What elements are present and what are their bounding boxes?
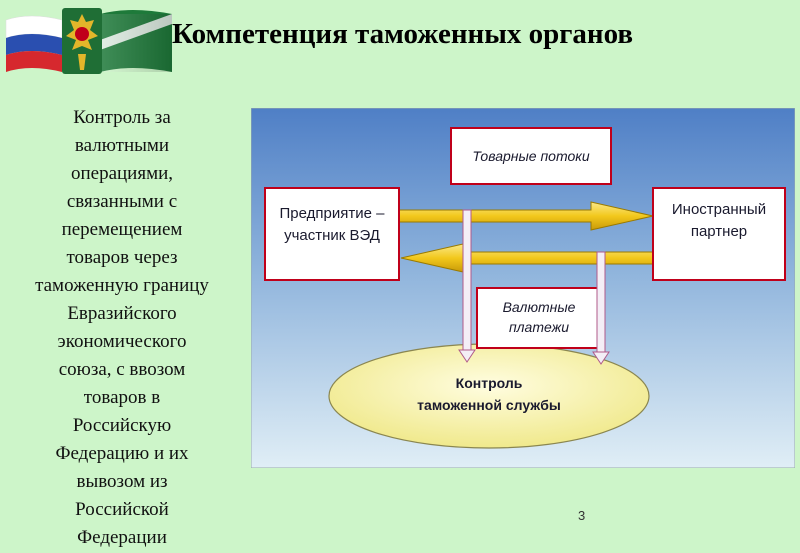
description-line: союза, с ввозом <box>58 359 186 380</box>
oval-label-line: таможенной службы <box>417 397 561 413</box>
description-text: Контроль за валютными операциями, связан… <box>6 104 238 552</box>
arrow-right <box>398 201 654 231</box>
customs-flag-icon <box>100 10 172 72</box>
page-title: Компетенция таможенных органов <box>172 18 634 50</box>
description-line: вывозом из <box>76 471 168 492</box>
foreign-partner-box: Иностранный партнер <box>652 187 786 281</box>
customs-emblem-icon <box>62 8 102 74</box>
partner-label-line: партнер <box>691 223 747 240</box>
goods-flows-label: Товарные потоки <box>472 148 590 164</box>
payments-label-line: платежи <box>509 319 569 335</box>
description-line: экономического <box>57 331 187 352</box>
enterprise-box: Предприятие – участник ВЭД <box>264 187 400 281</box>
payments-label-line: Валютные <box>503 299 576 315</box>
partner-label-line: Иностранный <box>672 201 766 218</box>
description-line: таможенную границу <box>35 275 209 296</box>
enterprise-label-line: участник ВЭД <box>284 227 380 244</box>
header-flags <box>5 8 172 74</box>
description-line: Российской <box>75 499 169 520</box>
description-line: Федерации <box>77 527 167 548</box>
arrow-down-left <box>458 209 476 363</box>
goods-flows-box: Товарные потоки <box>450 127 612 185</box>
description-line: связанными с <box>66 191 178 212</box>
description-line: Евразийского <box>67 303 177 324</box>
russian-flag-icon <box>5 15 63 72</box>
page-number: 3 <box>578 508 586 523</box>
description-line: перемещением <box>61 219 183 240</box>
oval-label-line: Контроль <box>456 375 523 391</box>
description-line: валютными <box>74 135 170 156</box>
currency-payments-box: Валютные платежи <box>476 287 602 349</box>
description-line: Российскую <box>72 415 172 436</box>
description-line: Федерацию и их <box>55 443 189 464</box>
description-line: Контроль за <box>73 107 171 128</box>
description-line: товаров через <box>66 247 178 268</box>
flow-diagram: Контроль таможенной службы Валютные плат… <box>251 108 795 468</box>
arrow-down-right <box>592 251 610 365</box>
description-line: операциями, <box>70 163 174 184</box>
description-line: товаров в <box>83 387 161 408</box>
enterprise-label-line: Предприятие – <box>280 205 386 222</box>
customs-control-oval: Контроль таможенной службы <box>328 343 650 449</box>
